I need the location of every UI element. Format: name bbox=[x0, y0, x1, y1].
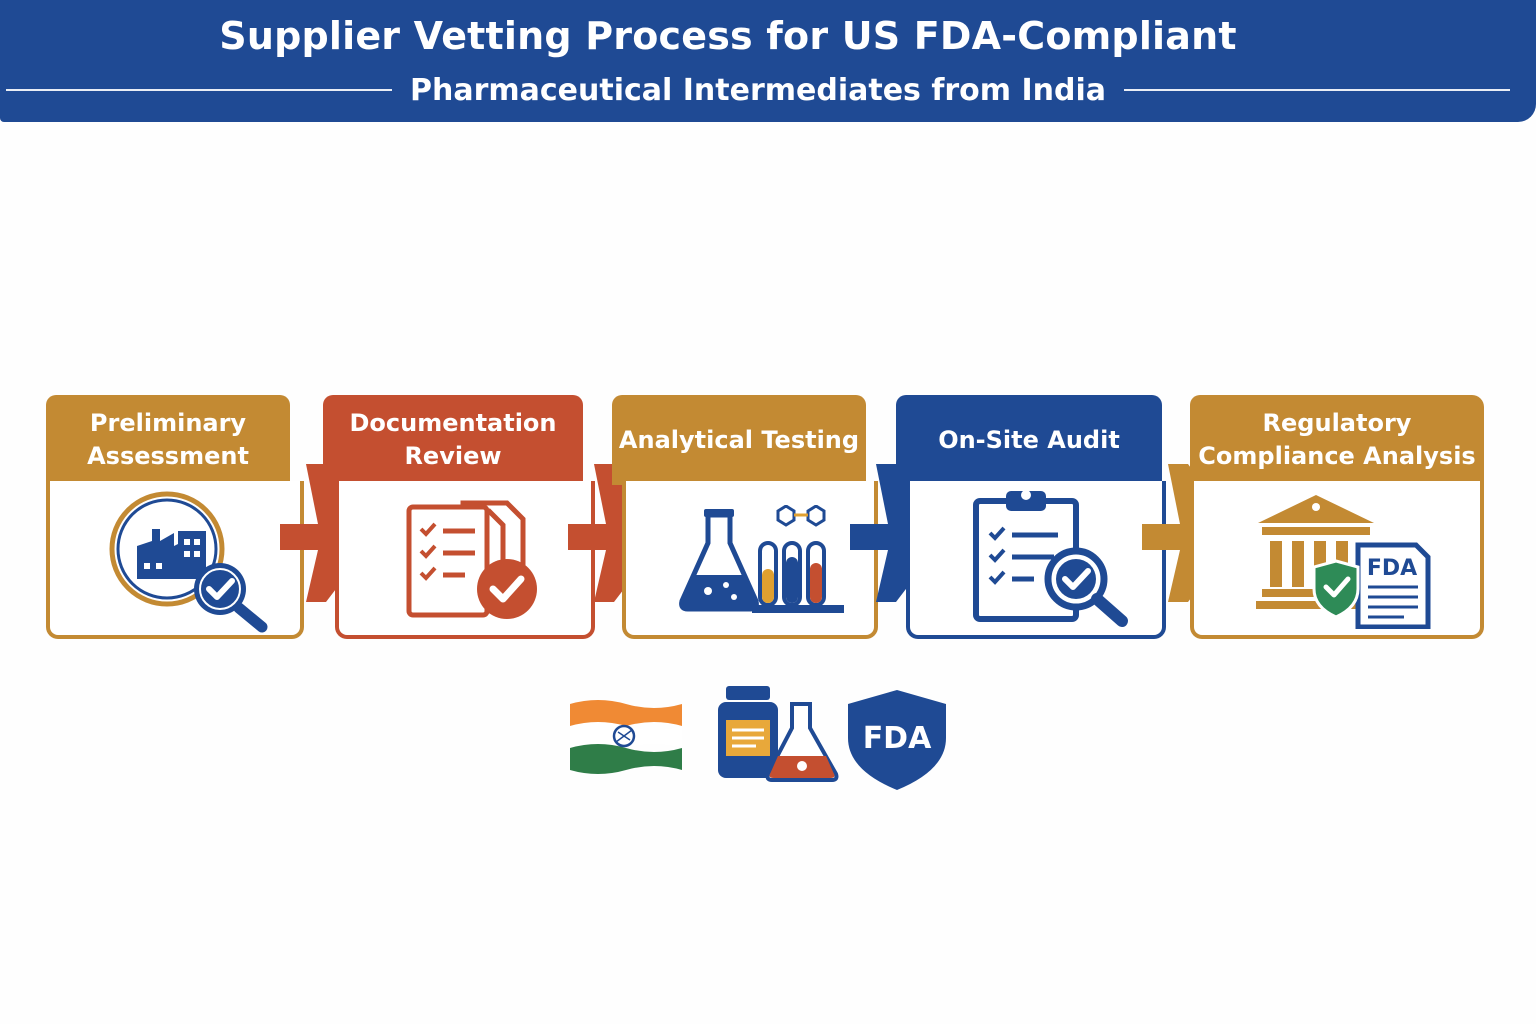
step-analytical-testing: Analytical Testing bbox=[612, 395, 878, 639]
step-on-site-audit: On-Site Audit bbox=[896, 395, 1166, 639]
header-banner: Supplier Vetting Process for US FDA-Comp… bbox=[0, 0, 1536, 122]
fda-shield-icon: FDA bbox=[848, 690, 946, 790]
subtitle-rule-right bbox=[1124, 89, 1511, 91]
arrow-3-icon bbox=[850, 464, 948, 602]
step-label: Preliminary Assessment bbox=[46, 395, 290, 485]
factory-magnifier-icon bbox=[109, 491, 268, 633]
step-label: On-Site Audit bbox=[896, 395, 1162, 485]
step-preliminary-assessment: Preliminary Assessment bbox=[46, 395, 304, 639]
subtitle-rule-left bbox=[6, 89, 392, 91]
step-regulatory-compliance-analysis: Regulatory Compliance Analysis FDA bbox=[1190, 395, 1484, 639]
fda-shield-text: FDA bbox=[863, 721, 932, 756]
clipboard-magnifier-icon bbox=[973, 490, 1128, 627]
arrow-2-icon bbox=[568, 464, 666, 602]
fda-document-text: FDA bbox=[1367, 556, 1417, 581]
step-label: Documentation Review bbox=[323, 395, 583, 485]
india-flag-icon bbox=[570, 700, 682, 774]
step-documentation-review: Documentation Review bbox=[323, 395, 595, 639]
step-label: Analytical Testing bbox=[612, 395, 866, 485]
step-label: Regulatory Compliance Analysis bbox=[1190, 395, 1484, 485]
government-building-fda-document-icon: FDA bbox=[1256, 495, 1431, 629]
lab-flask-test-tubes-icon bbox=[679, 505, 844, 613]
arrow-1-icon bbox=[280, 464, 378, 602]
documents-checklist-icon bbox=[406, 500, 537, 619]
page-title: Supplier Vetting Process for US FDA-Comp… bbox=[219, 14, 1237, 58]
medicine-bottle-flask-icon bbox=[718, 686, 839, 782]
subtitle-row: Pharmaceutical Intermediates from India bbox=[6, 70, 1511, 110]
page-subtitle: Pharmaceutical Intermediates from India bbox=[409, 72, 1107, 108]
